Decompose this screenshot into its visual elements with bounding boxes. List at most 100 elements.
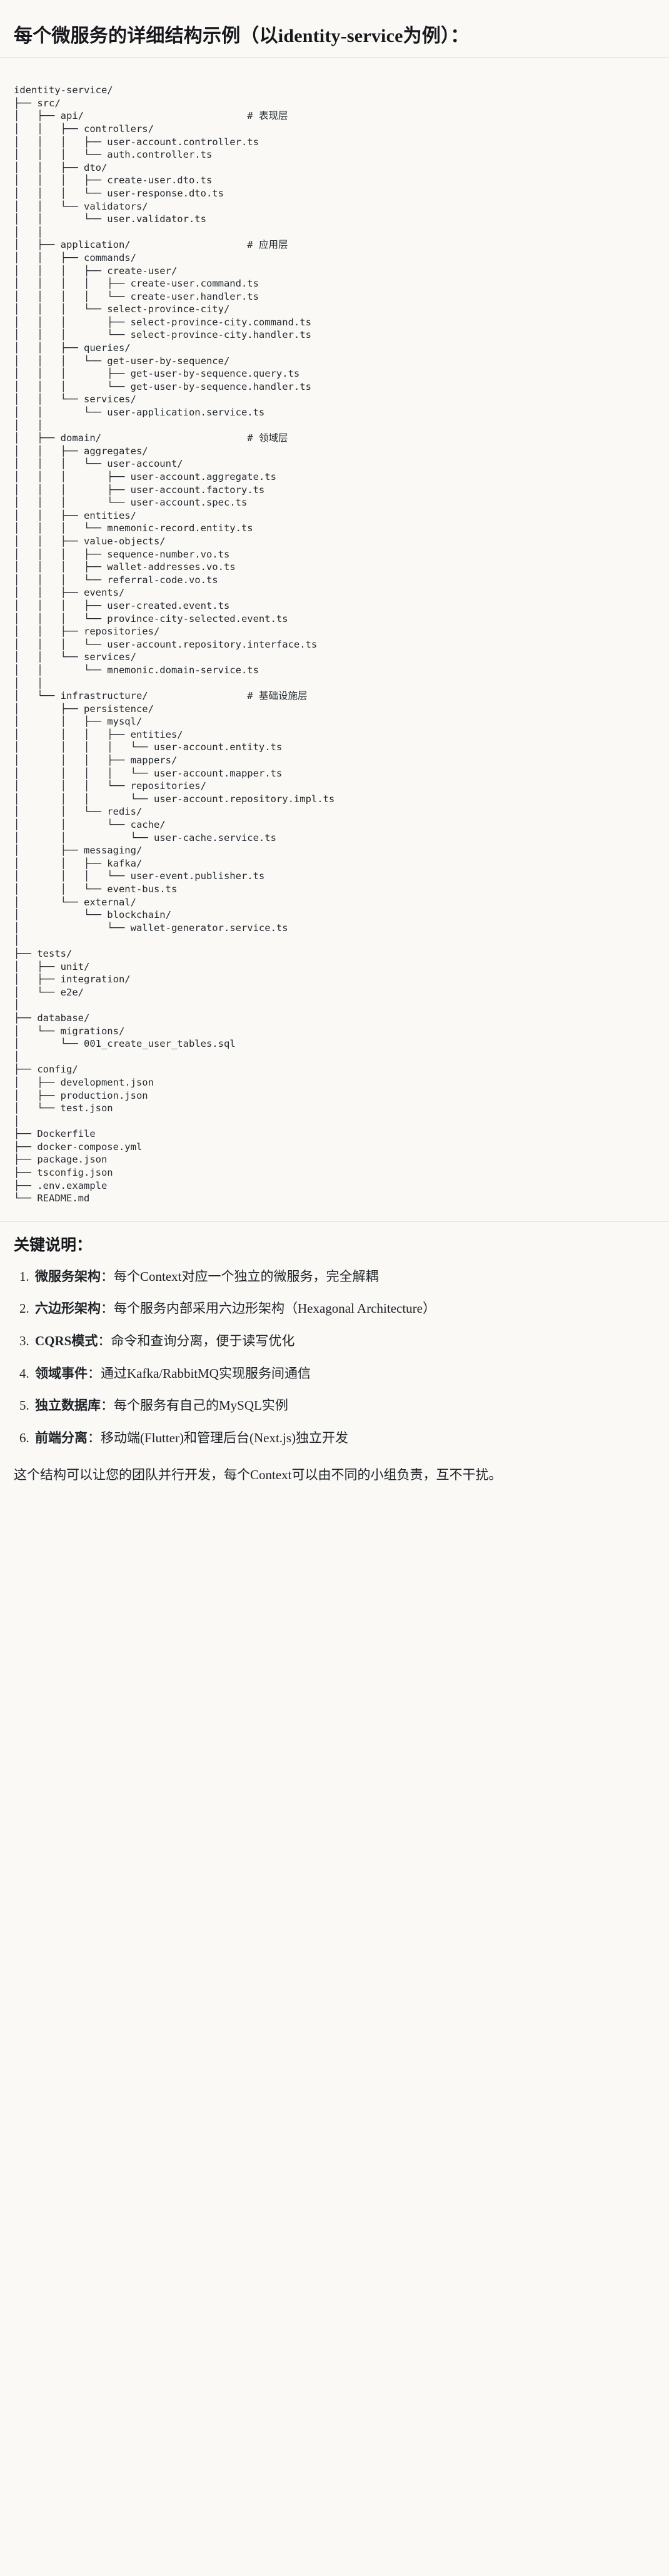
tree-line-text: │ │ ├── entities/: [14, 509, 136, 521]
tree-line-text: │ │ ├── dto/: [14, 161, 108, 173]
tree-line-text: identity-service/: [14, 84, 113, 96]
tree-line-text: │ │ └── user-application.service.ts: [14, 407, 265, 419]
key-note-description: ：通过Kafka/RabbitMQ实现服务间通信: [88, 1365, 311, 1381]
tree-line-text: │ │ │ ├── sequence-number.vo.ts: [14, 548, 230, 560]
tree-line-text: │ │ └── user.validator.ts: [14, 213, 206, 225]
tree-line-text: │ │ └── validators/: [14, 200, 148, 212]
tree-line: │ └── test.json: [14, 1102, 113, 1114]
tree-line: │ └── wallet-generator.service.ts: [14, 922, 288, 934]
tree-line-text: │ │ │ └── mnemonic-record.entity.ts: [14, 522, 253, 534]
tree-line: │: [14, 1051, 19, 1062]
key-note-item: 领域事件：通过Kafka/RabbitMQ实现服务间通信: [33, 1363, 655, 1385]
directory-tree-block: identity-service/ ├── src/ │ ├── api/ # …: [0, 70, 669, 1221]
tree-line: ├── Dockerfile: [14, 1128, 96, 1139]
key-note-term: 领域事件: [35, 1365, 88, 1381]
tree-line: ├── database/: [14, 1012, 89, 1024]
tree-line: │ │ │ └── user-event.publisher.ts: [14, 870, 264, 882]
key-note-term: 前端分离: [35, 1430, 88, 1445]
tree-line-text: ├── Dockerfile: [14, 1128, 96, 1140]
tree-line: │ └── infrastructure/ # 基础设施层: [14, 690, 307, 701]
tree-line: identity-service/: [14, 84, 113, 96]
tree-line: │ │ └── event-bus.ts: [14, 883, 177, 895]
tree-line-text: │ ├── api/: [14, 110, 84, 122]
tree-line: │ │ │ ├── wallet-addresses.vo.ts: [14, 561, 236, 573]
tree-line-text: │ │ ├── queries/: [14, 342, 131, 354]
tree-line-text: │ │ ├── repositories/: [14, 626, 160, 638]
tree-line: │ │ └── validators/: [14, 201, 148, 212]
tree-line-text: ├── .env.example: [14, 1179, 108, 1191]
tree-line-text: │ │ │ └── select-province-city.handler.t…: [14, 329, 311, 341]
tree-line-comment: # 领域层: [247, 432, 288, 444]
tree-line-comment: # 基础设施层: [247, 690, 308, 702]
tree-line-text: │ │ │ ├── get-user-by-sequence.query.ts: [14, 368, 300, 380]
tree-line: │ └── e2e/: [14, 987, 84, 998]
tree-line-text: │ │ │ │ └── create-user.handler.ts: [14, 290, 259, 302]
tree-line-text: │ │ └── services/: [14, 651, 136, 663]
tree-line-text: │ └── e2e/: [14, 986, 84, 998]
tree-line: │ │: [14, 420, 43, 431]
tree-line: │ │ │ │ └── user-account.mapper.ts: [14, 768, 282, 779]
tree-line-text: ├── database/: [14, 1012, 90, 1024]
tree-line-pad: [131, 239, 248, 250]
tree-line-pad: [148, 690, 248, 701]
key-note-item: 微服务架构：每个Context对应一个独立的微服务，完全解耦: [33, 1266, 655, 1288]
tree-line: │ │: [14, 678, 43, 689]
tree-line-text: ├── config/: [14, 1064, 78, 1076]
tree-line-text: │ │ │ ├── user-account.controller.ts: [14, 136, 259, 148]
tree-line-text: │ │ ├── controllers/: [14, 123, 154, 135]
tree-line-text: │ └── test.json: [14, 1102, 113, 1114]
tree-line-text: │ │ │ │ └── user-account.entity.ts: [14, 741, 283, 753]
tree-line-text: │ │ │ └── user-account/: [14, 458, 183, 470]
tree-line: │ │ │ │ └── create-user.handler.ts: [14, 291, 259, 302]
tree-line: │ │ │ └── select-province-city.handler.t…: [14, 329, 311, 340]
tree-line-text: │: [14, 999, 20, 1011]
tree-line: │ │ │ ├── select-province-city.command.t…: [14, 317, 311, 328]
tree-line-text: │ │ ├── aggregates/: [14, 445, 148, 457]
tree-line-text: │ ├── domain/: [14, 432, 101, 444]
tree-line-text: │ ├── messaging/: [14, 845, 143, 857]
tree-line-pad: [101, 432, 247, 444]
key-note-term: 独立数据库: [35, 1398, 101, 1413]
tree-line: │: [14, 1116, 19, 1127]
tree-line-text: │: [14, 1115, 20, 1127]
key-note-description: ：移动端(Flutter)和管理后台(Next.js)独立开发: [88, 1430, 349, 1445]
tree-line-text: │ ├── integration/: [14, 974, 131, 985]
tree-line-text: │ │ │ ├── select-province-city.command.t…: [14, 316, 311, 328]
tree-line: │ │ ├── queries/: [14, 342, 131, 354]
tree-line-pad: [84, 110, 247, 121]
key-note-description: ：每个Context对应一个独立的微服务，完全解耦: [101, 1268, 379, 1284]
tree-line: │ └── blockchain/: [14, 909, 171, 920]
tree-line: │ │ ├── aggregates/: [14, 445, 148, 457]
tree-line-text: │ │ └── services/: [14, 394, 136, 405]
tree-line-text: │ │ │ ├── create-user/: [14, 265, 178, 277]
tree-line: │ │: [14, 227, 43, 238]
tree-line-text: │ └── external/: [14, 896, 136, 908]
tree-line: │ ├── persistence/: [14, 703, 154, 715]
closing-paragraph: 这个结构可以让您的团队并行开发，每个Context可以由不同的小组负责，互不干扰…: [14, 1467, 502, 1483]
tree-line: │ │ │ └── referral-code.vo.ts: [14, 574, 218, 586]
tree-line: │ │ │ └── get-user-by-sequence.handler.t…: [14, 381, 311, 392]
tree-line-text: │ │: [14, 419, 43, 431]
key-note-term: CQRS模式: [35, 1333, 98, 1349]
tree-line: ├── docker-compose.yml: [14, 1141, 142, 1153]
tree-line-text: │ │ │ │ └── user-account.mapper.ts: [14, 767, 283, 779]
tree-line: │ │ │ ├── sequence-number.vo.ts: [14, 549, 229, 560]
tree-line: │ │ ├── dto/: [14, 162, 107, 173]
tree-line-text: │ │ ├── commands/: [14, 252, 136, 263]
tree-line: │ │ ├── mysql/: [14, 716, 142, 727]
tree-line-text: │ ├── application/: [14, 239, 131, 251]
tree-line: │ │ │ └── auth.controller.ts: [14, 149, 212, 160]
tree-line: │ │ │ │ ├── create-user.command.ts: [14, 278, 259, 289]
tree-line-text: │ │ │ └── auth.controller.ts: [14, 149, 213, 161]
tree-line-text: │ │ ├── mysql/: [14, 716, 143, 728]
tree-line: │ │ ├── controllers/: [14, 123, 154, 135]
tree-line: │ │ │ │ └── user-account.entity.ts: [14, 741, 282, 753]
tree-line-text: │ ├── unit/: [14, 960, 90, 972]
tree-line-text: │ │ │ └── get-user-by-sequence.handler.t…: [14, 380, 311, 392]
tree-line-comment: # 应用层: [247, 239, 288, 251]
tree-line: │ ├── messaging/: [14, 845, 142, 856]
tree-line: │ ├── domain/ # 领域层: [14, 432, 288, 444]
tree-line: ├── tsconfig.json: [14, 1167, 113, 1178]
tree-line: │ ├── production.json: [14, 1090, 148, 1101]
tree-line-text: │ └── wallet-generator.service.ts: [14, 922, 288, 934]
